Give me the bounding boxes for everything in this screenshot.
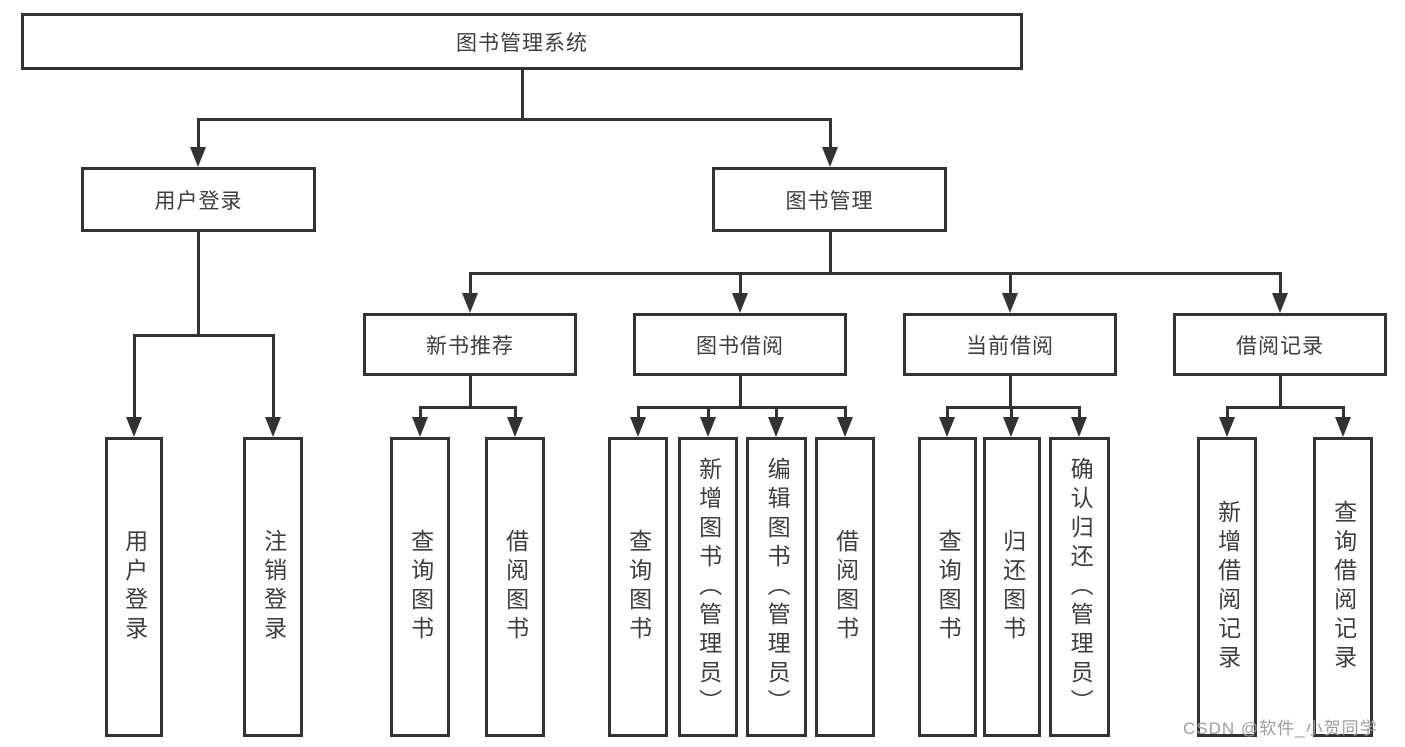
leaf-query-borrow-record-label: 查询借阅记录 [1330, 500, 1357, 674]
leaf-user-login-label: 用户登录 [121, 529, 148, 645]
leaf-return-books-label: 归还图书 [999, 529, 1026, 645]
leaf-query-books-current-label: 查询图书 [935, 529, 962, 645]
arrowhead-down-icon [126, 417, 142, 437]
leaf-add-book-admin: 新增图书（管理员） [678, 437, 738, 737]
node-borrow-records: 借阅记录 [1173, 313, 1387, 376]
node-library-management-system: 图书管理系统 [21, 13, 1023, 70]
leaf-logout: 注销登录 [243, 437, 303, 737]
connector-stem [738, 376, 742, 408]
connector-branch-line [468, 271, 1282, 275]
connector-stem [828, 232, 832, 274]
connector-arrow-stem [1008, 273, 1012, 295]
connector-arrow-stem [468, 273, 472, 295]
node-new-book-recommend: 新书推荐 [363, 313, 577, 376]
connector-arrow-stem [1009, 407, 1013, 419]
leaf-borrow-books-borrowing: 借阅图书 [815, 437, 875, 737]
connector-arrow-stem [271, 335, 275, 419]
leaf-confirm-return-admin-label: 确认归还（管理员） [1067, 456, 1094, 718]
arrowhead-down-icon [1071, 417, 1087, 437]
leaf-add-book-admin-label: 新增图书（管理员） [695, 456, 722, 718]
connector-arrow-stem [1278, 273, 1282, 295]
connector-arrow-stem [1341, 407, 1345, 419]
connector-branch-line [196, 117, 832, 121]
leaf-edit-book-admin: 编辑图书（管理员） [746, 437, 807, 737]
node-book-management: 图书管理 [712, 167, 947, 232]
arrowhead-down-icon [1335, 417, 1351, 437]
connector-stem [1278, 376, 1282, 408]
arrowhead-down-icon [265, 417, 281, 437]
arrowhead-down-icon [507, 417, 523, 437]
connector-branch-line [418, 405, 517, 409]
connector-arrow-stem [706, 407, 710, 419]
arrowhead-down-icon [1219, 417, 1235, 437]
node-current-borrowing: 当前借阅 [903, 313, 1117, 376]
arrowhead-down-icon [768, 417, 784, 437]
leaf-query-books-current: 查询图书 [918, 437, 977, 737]
leaf-borrow-books-recommend-label: 借阅图书 [502, 529, 529, 645]
connector-arrow-stem [1225, 407, 1229, 419]
connector-arrow-stem [945, 407, 949, 419]
leaf-query-books-borrowing-label: 查询图书 [625, 529, 652, 645]
leaf-borrow-books-recommend: 借阅图书 [485, 437, 545, 737]
leaf-query-borrow-record: 查询借阅记录 [1313, 437, 1373, 737]
arrowhead-down-icon [1272, 293, 1288, 313]
connector-branch-line [945, 405, 1081, 409]
leaf-add-borrow-record: 新增借阅记录 [1197, 437, 1257, 737]
leaf-borrow-books-borrowing-label: 借阅图书 [832, 529, 859, 645]
leaf-user-login: 用户登录 [105, 437, 163, 737]
connector-branch-line [1225, 405, 1345, 409]
leaf-query-books-recommend: 查询图书 [390, 437, 450, 737]
arrowhead-down-icon [462, 293, 478, 313]
connector-arrow-stem [1077, 407, 1081, 419]
connector-arrow-stem [636, 407, 640, 419]
leaf-query-books-borrowing: 查询图书 [608, 437, 668, 737]
watermark: CSDN @软件_小贺同学 [1183, 719, 1378, 738]
connector-arrow-stem [132, 335, 136, 419]
connector-arrow-stem [418, 407, 422, 419]
arrowhead-down-icon [1002, 293, 1018, 313]
leaf-logout-label: 注销登录 [260, 529, 287, 645]
connector-arrow-stem [738, 273, 742, 295]
leaf-query-books-recommend-label: 查询图书 [407, 529, 434, 645]
connector-stem [520, 70, 524, 120]
connector-stem [1008, 376, 1012, 408]
connector-stem [468, 376, 472, 408]
connector-arrow-stem [513, 407, 517, 419]
node-book-borrowing: 图书借阅 [633, 313, 847, 376]
node-user-login: 用户登录 [81, 167, 316, 232]
leaf-add-borrow-record-label: 新增借阅记录 [1214, 500, 1241, 674]
connector-branch-line [132, 333, 275, 337]
connector-arrow-stem [843, 407, 847, 419]
arrowhead-down-icon [732, 293, 748, 313]
arrowhead-down-icon [837, 417, 853, 437]
arrowhead-down-icon [1003, 417, 1019, 437]
leaf-return-books: 归还图书 [983, 437, 1041, 737]
arrowhead-down-icon [700, 417, 716, 437]
connector-stem [196, 232, 200, 336]
connector-arrow-stem [828, 119, 832, 149]
arrowhead-down-icon [822, 147, 838, 167]
arrowhead-down-icon [190, 147, 206, 167]
leaf-edit-book-admin-label: 编辑图书（管理员） [764, 456, 791, 718]
arrowhead-down-icon [412, 417, 428, 437]
arrowhead-down-icon [939, 417, 955, 437]
connector-arrow-stem [196, 119, 200, 149]
connector-arrow-stem [774, 407, 778, 419]
arrowhead-down-icon [630, 417, 646, 437]
leaf-confirm-return-admin: 确认归还（管理员） [1049, 437, 1110, 737]
connector-branch-line [636, 405, 847, 409]
